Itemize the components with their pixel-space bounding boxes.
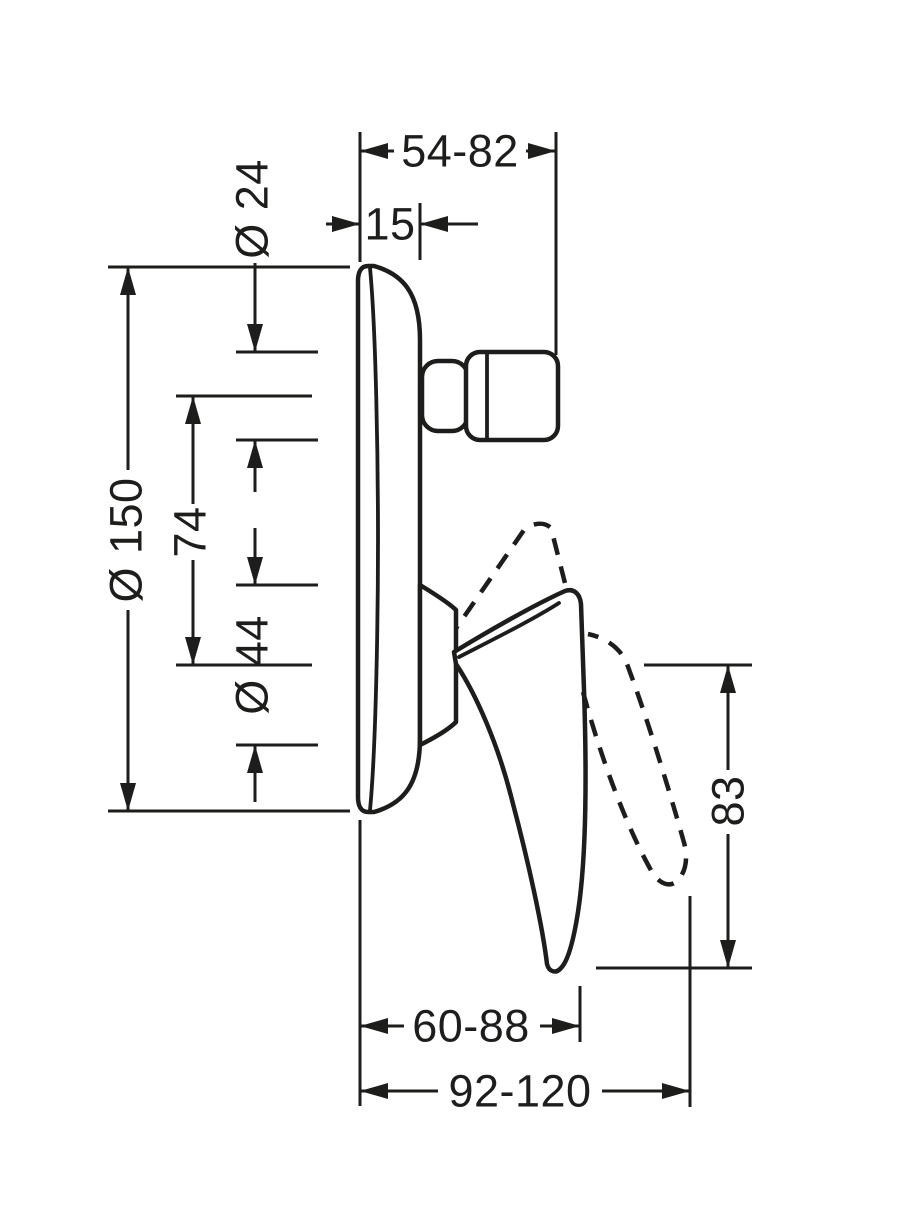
dimension-lever-depth: 60-88 xyxy=(358,820,582,1106)
knob-sleeve xyxy=(419,358,471,434)
mixer-fixture xyxy=(355,263,689,974)
dimension-label-plate-diameter: Ø 150 xyxy=(101,477,152,602)
dimension-label-hub-diameter: Ø 44 xyxy=(227,615,278,715)
dimension-knob-diameter: Ø 24 xyxy=(227,159,318,492)
dimension-plate-thickness: 15 xyxy=(326,199,478,260)
dimension-label-front-depth: 54-82 xyxy=(401,126,519,177)
lever-top-facet-line xyxy=(457,601,561,659)
dimension-hub-diameter: Ø 44 xyxy=(227,528,318,802)
dimension-label-lever-drop: 83 xyxy=(703,775,754,826)
dimension-label-swung-lever-depth: 92-120 xyxy=(448,1066,591,1117)
dimension-label-knob-diameter: Ø 24 xyxy=(227,159,278,259)
lever-dashed-up-position xyxy=(446,521,570,642)
escutcheon-rim-line xyxy=(368,266,380,812)
escutcheon-plate xyxy=(355,263,423,815)
dimension-label-plate-thickness: 15 xyxy=(364,199,415,250)
dimension-front-depth: 54-82 xyxy=(358,126,558,355)
dimension-label-axis-spacing: 74 xyxy=(165,506,216,557)
dimension-plate-diameter: Ø 150 xyxy=(101,265,350,813)
lever-handle xyxy=(451,588,588,974)
handle-cone xyxy=(417,582,459,748)
diverter-knob xyxy=(463,349,561,443)
dimension-label-lever-depth: 60-88 xyxy=(412,1001,530,1052)
dimension-lever-drop: 83 xyxy=(596,663,754,970)
dimension-swung-lever-depth: 92-120 xyxy=(360,896,692,1117)
dimension-axis-spacing: 74 xyxy=(165,394,312,667)
lever-dashed-swung-position xyxy=(580,631,689,887)
